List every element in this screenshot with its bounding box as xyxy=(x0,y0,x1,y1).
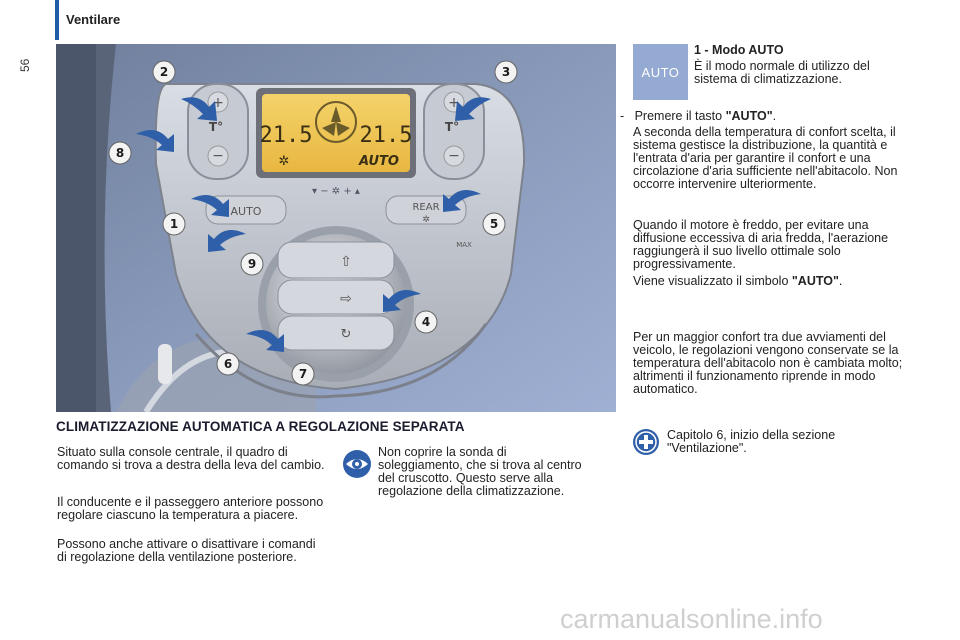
right-paragraph-3: Viene visualizzato il simbolo "AUTO". xyxy=(633,275,913,288)
panel-rear-button-label: REAR xyxy=(412,202,439,213)
reference-text: Capitolo 6, inizio della sezione "Ventil… xyxy=(667,428,836,455)
watermark: carmanualsonline.info xyxy=(560,604,823,634)
auto-mode-badge: AUTO xyxy=(633,44,688,100)
note-text: Non coprire la sonda di soleggiamento, c… xyxy=(378,445,582,498)
section-title: CLIMATIZZAZIONE AUTOMATICA A REGOLAZIONE… xyxy=(56,419,465,434)
callout-4: 4 xyxy=(422,315,430,329)
callout-6: 6 xyxy=(224,357,232,371)
temp-label-left: T° xyxy=(209,120,223,134)
svg-text:✲: ✲ xyxy=(279,154,290,169)
lcd-temp-right: 21.5 xyxy=(360,123,413,148)
callout-5: 5 xyxy=(490,217,498,231)
svg-text:+: + xyxy=(212,95,224,111)
svg-text:+: + xyxy=(448,95,460,111)
intro-paragraph-2: Il conducente e il passeggero anteriore … xyxy=(57,495,324,522)
auto-mode-description: È il modo normale di utilizzo del sistem… xyxy=(694,59,870,86)
temp-label-right: T° xyxy=(445,120,459,134)
svg-text:−: − xyxy=(448,148,460,164)
svg-text:↻: ↻ xyxy=(341,327,352,342)
panel-max-label: MAX xyxy=(456,241,472,249)
callout-2: 2 xyxy=(160,65,168,79)
page-number: 56 xyxy=(18,58,32,72)
callout-9: 9 xyxy=(248,257,256,271)
step-prefix: - Premere il tasto xyxy=(620,109,726,123)
svg-text:✲: ✲ xyxy=(422,215,430,225)
step-key: "AUTO" xyxy=(725,109,773,123)
page-header-title: Ventilare xyxy=(66,12,121,27)
svg-text:−: − xyxy=(212,148,224,164)
right-paragraph-2: Quando il motore è freddo, per evitare u… xyxy=(633,218,889,271)
right-paragraph-1: A seconda della temperatura di confort s… xyxy=(633,125,898,191)
climate-panel-photo: + T° − + T° − 21.5 21.5 AUTO ✲ ▾ − ✲ + ▴… xyxy=(56,44,616,412)
right-paragraph-4: Per un maggior confort tra due avviament… xyxy=(633,330,903,396)
eye-icon xyxy=(342,449,372,479)
intro-paragraph-3: Possono anche attivare o disattivare i c… xyxy=(57,537,316,564)
callout-1: 1 xyxy=(170,217,178,231)
lcd-auto-symbol: AUTO xyxy=(358,154,399,169)
svg-text:⇧: ⇧ xyxy=(340,254,352,270)
auto-mode-heading: 1 - Modo AUTO xyxy=(694,43,784,57)
svg-text:⇨: ⇨ xyxy=(340,291,352,307)
callout-7: 7 xyxy=(299,367,307,381)
callout-3: 3 xyxy=(502,65,510,79)
svg-text:▾ − ✲ + ▴: ▾ − ✲ + ▴ xyxy=(312,186,360,197)
callout-8: 8 xyxy=(116,146,124,160)
panel-auto-button-label: AUTO xyxy=(231,205,262,218)
symbol-suffix: . xyxy=(838,274,843,288)
symbol-key: "AUTO" xyxy=(791,274,839,288)
step-suffix: . xyxy=(772,109,777,123)
symbol-prefix: Viene visualizzato il simbolo xyxy=(633,274,792,288)
plus-icon xyxy=(632,428,660,456)
step-press-auto: - Premere il tasto "AUTO". xyxy=(620,110,920,123)
header-accent-bar xyxy=(55,0,59,40)
intro-paragraph-1: Situato sulla console centrale, il quadr… xyxy=(57,445,325,472)
lcd-temp-left: 21.5 xyxy=(260,123,313,148)
